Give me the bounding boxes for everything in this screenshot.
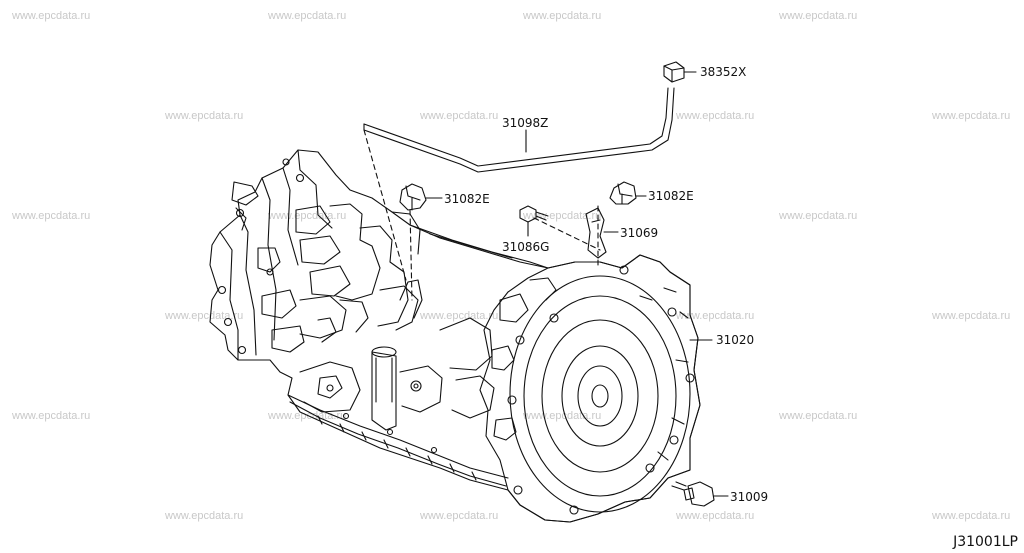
watermark-text: www.epcdata.ru [932,310,1011,322]
watermark-text: www.epcdata.ru [268,410,347,422]
label-31086g: 31086G [502,240,550,254]
watermark-text: www.epcdata.ru [523,210,602,222]
watermark-text: www.epcdata.ru [268,10,347,22]
watermark-text: www.epcdata.ru [12,210,91,222]
bracket-31069 [585,207,619,259]
watermark-text: www.epcdata.ru [779,410,858,422]
watermark-text: www.epcdata.ru [676,110,755,122]
watermark-text: www.epcdata.ru [165,510,244,522]
watermark-text: www.epcdata.ru [420,310,499,322]
bellhousing [479,254,701,523]
watermark-text: www.epcdata.ru [268,210,347,222]
label-31069: 31069 [620,226,659,240]
watermark-text: www.epcdata.ru [420,110,499,122]
watermark-text: www.epcdata.ru [932,510,1011,522]
watermark-text: www.epcdata.ru [779,10,858,22]
diagram-code: J31001LP [953,534,1018,550]
watermark-text: www.epcdata.ru [932,110,1011,122]
watermark-text: www.epcdata.ru [165,310,244,322]
breather-tube-31098z [363,87,675,173]
label-31082e-right: 31082E [648,189,694,203]
cap-38352x [663,61,697,83]
bolt-31086g [519,205,549,237]
watermark-text: www.epcdata.ru [12,410,91,422]
watermark-text: www.epcdata.ru [420,510,499,522]
watermark-text: www.epcdata.ru [523,10,602,22]
watermark-text: www.epcdata.ru [523,410,602,422]
bolt-31009 [671,481,729,507]
watermark-text: www.epcdata.ru [165,110,244,122]
watermark-text: www.epcdata.ru [676,510,755,522]
label-31020: 31020 [716,333,755,347]
watermark-text: www.epcdata.ru [676,310,755,322]
clip-31082e-right [609,181,647,205]
watermark-text: www.epcdata.ru [12,10,91,22]
label-38352x: 38352X [700,65,747,79]
guide-lines [363,129,601,301]
clip-31082e-left [399,183,443,211]
label-31082e-left: 31082E [444,192,490,206]
label-31009: 31009 [730,490,769,504]
watermark-text: www.epcdata.ru [779,210,858,222]
label-31098z: 31098Z [502,116,549,130]
